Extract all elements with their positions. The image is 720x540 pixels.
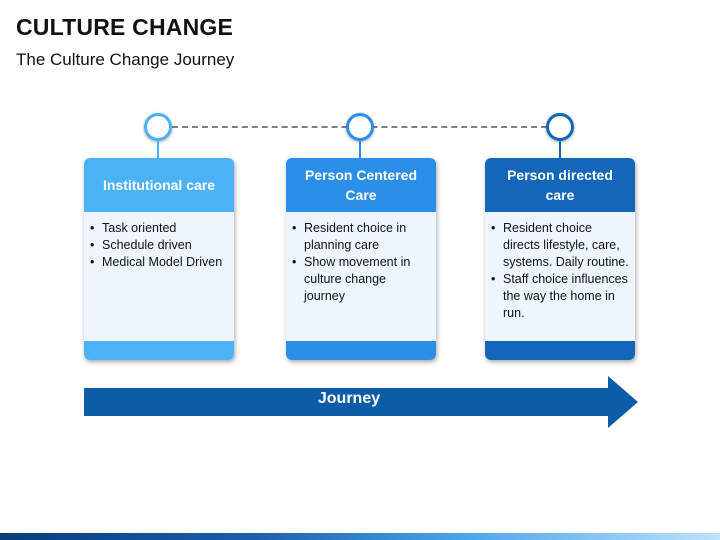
journey-label: Journey	[317, 390, 381, 407]
stage-card-footer	[286, 341, 436, 360]
slide-subtitle: The Culture Change Journey	[16, 50, 235, 69]
bullet-list: Resident choice in planning care Show mo…	[290, 220, 430, 305]
timeline-stem-1	[157, 140, 159, 160]
stage-card-footer	[84, 341, 234, 360]
stage-card-title: Person directed care	[485, 158, 635, 212]
timeline-node-1	[144, 113, 172, 141]
timeline-node-3	[546, 113, 574, 141]
bullet-list: Resident choice directs lifestyle, care,…	[489, 220, 629, 322]
stage-card-title: Person Centered Care	[286, 158, 436, 212]
stage-card-body: Resident choice directs lifestyle, care,…	[485, 212, 635, 341]
stage-card-body: Resident choice in planning care Show mo…	[286, 212, 436, 341]
timeline-stem-2	[359, 140, 361, 160]
bullet-item: Schedule driven	[90, 237, 228, 254]
bullet-item: Staff choice influences the way the home…	[491, 271, 629, 322]
stage-card-body: Task oriented Schedule driven Medical Mo…	[84, 212, 234, 341]
stage-card-person-directed: Person directed care Resident choice dir…	[485, 158, 635, 360]
slide-title: CULTURE CHANGE	[16, 14, 234, 40]
bullet-list: Task oriented Schedule driven Medical Mo…	[88, 220, 228, 271]
bottom-accent-bar	[0, 533, 720, 540]
stage-card-person-centered: Person Centered Care Resident choice in …	[286, 158, 436, 360]
timeline-node-2	[346, 113, 374, 141]
bullet-item: Show movement in culture change journey	[292, 254, 430, 305]
stage-card-title: Institutional care	[84, 158, 234, 212]
bullet-item: Medical Model Driven	[90, 254, 228, 271]
bullet-item: Resident choice in planning care	[292, 220, 430, 254]
journey-arrow	[84, 376, 638, 428]
stage-card-footer	[485, 341, 635, 360]
bullet-item: Resident choice directs lifestyle, care,…	[491, 220, 629, 271]
timeline-stem-3	[559, 140, 561, 160]
bullet-item: Task oriented	[90, 220, 228, 237]
stage-card-institutional: Institutional care Task oriented Schedul…	[84, 158, 234, 360]
